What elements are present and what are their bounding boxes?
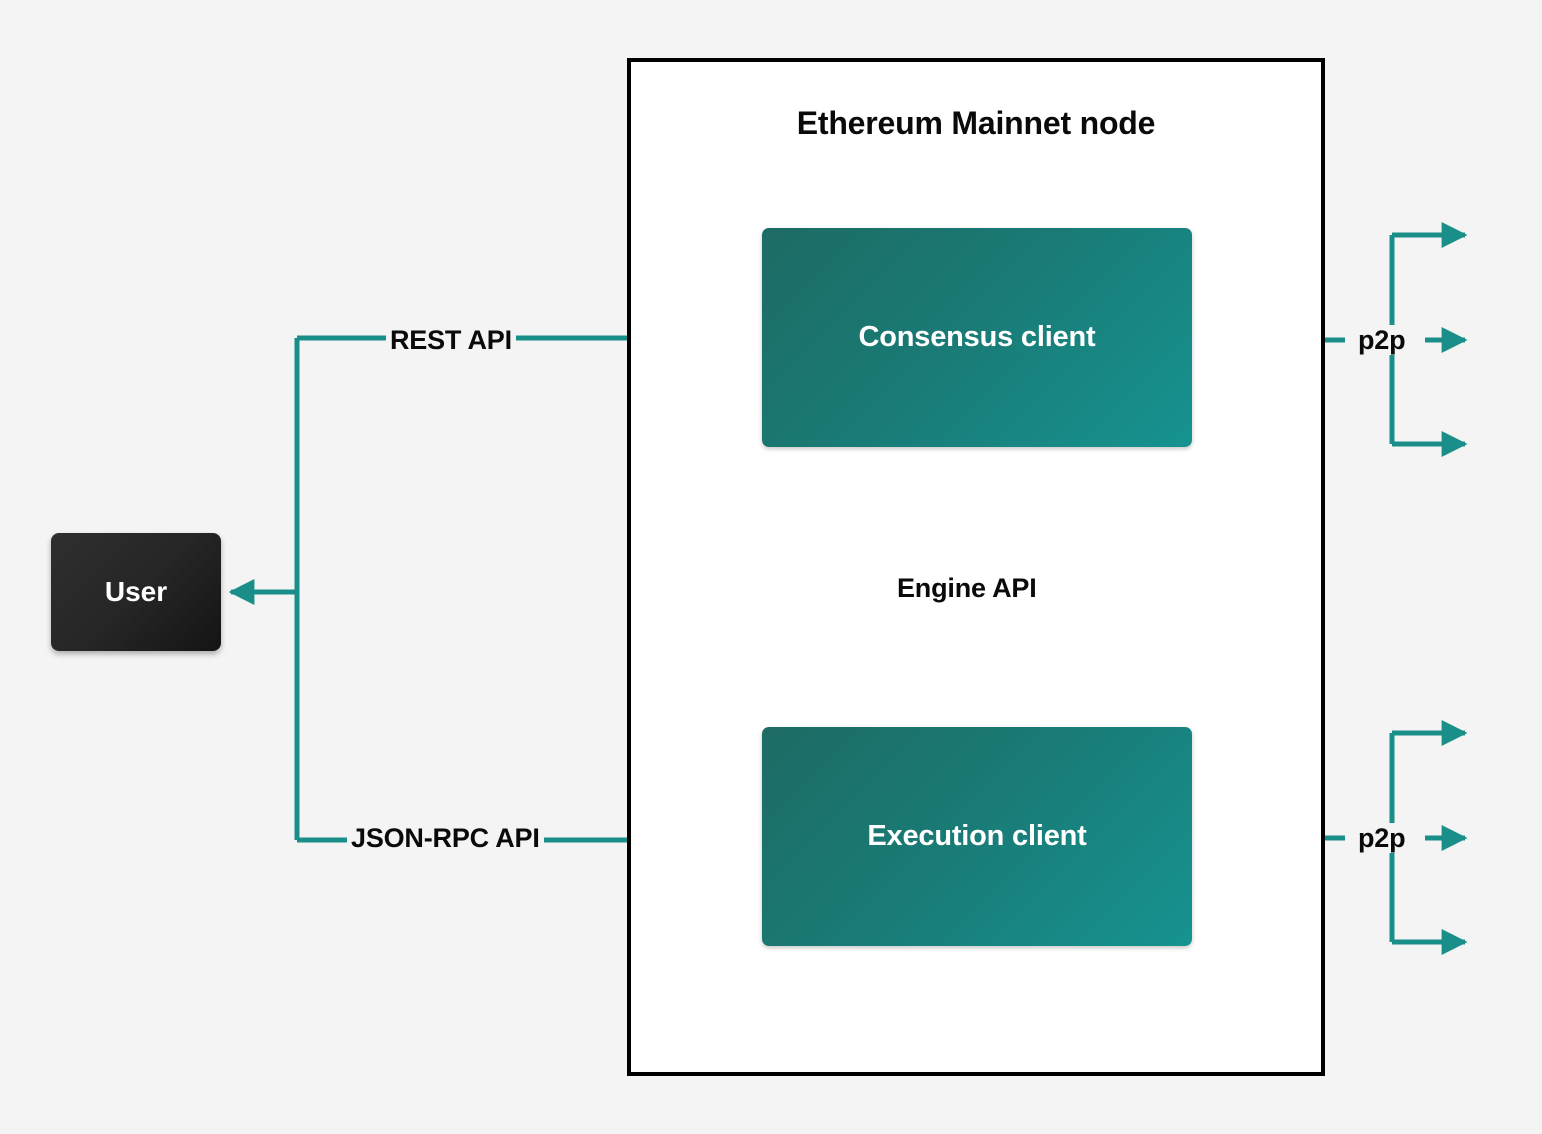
edge-label-json-rpc-api: JSON-RPC API — [347, 823, 544, 854]
user-label: User — [104, 576, 168, 607]
edge-label-p2p-consensus: p2p — [1354, 325, 1410, 356]
edge-label-p2p-consensus-text: p2p — [1354, 325, 1410, 355]
edge-label-engine-api-text: Engine API — [893, 573, 1041, 603]
consensus-client-label: Consensus client — [858, 321, 1096, 353]
edge-label-p2p-execution-text: p2p — [1354, 823, 1410, 853]
edge-label-json-rpc-api-text: JSON-RPC API — [347, 823, 544, 853]
edge-label-p2p-execution: p2p — [1354, 823, 1410, 854]
consensus-client-node[interactable]: Consensus client — [762, 228, 1192, 447]
execution-client-node[interactable]: Execution client — [762, 727, 1192, 946]
node-title: Ethereum Mainnet node — [796, 105, 1156, 141]
execution-client-label: Execution client — [867, 820, 1087, 852]
edge-label-rest-api: REST API — [386, 325, 516, 356]
user-node[interactable]: User — [51, 533, 221, 651]
edge-label-rest-api-text: REST API — [386, 325, 516, 355]
edge-label-engine-api: Engine API — [893, 573, 1041, 604]
